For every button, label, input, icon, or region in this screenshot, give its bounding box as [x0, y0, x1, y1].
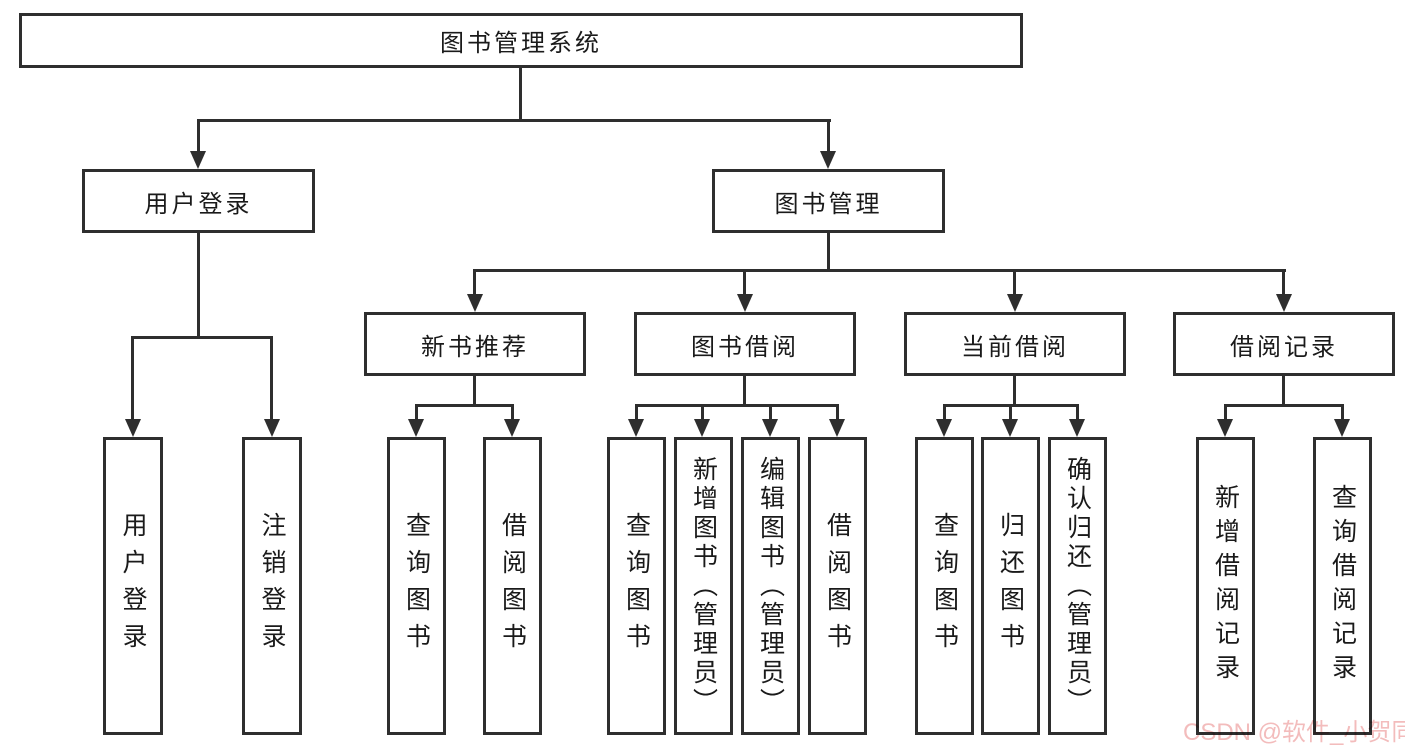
arrowhead-icon: [504, 419, 520, 437]
leaf-label: 查询图书: [930, 512, 959, 660]
node-label: 借阅记录: [1230, 333, 1338, 361]
node-library-management-system: 图书管理系统: [19, 13, 1023, 68]
arrowhead-icon: [694, 419, 710, 437]
arrowhead-icon: [408, 419, 424, 437]
arrowhead-icon: [467, 294, 483, 312]
connector-line: [701, 404, 704, 422]
connector-line: [1013, 269, 1016, 296]
arrowhead-icon: [264, 419, 280, 437]
leaf-label: 归还图书: [996, 512, 1025, 660]
connector-line: [197, 233, 200, 338]
arrowhead-icon: [1007, 294, 1023, 312]
connector-line: [827, 233, 830, 272]
connector-line: [836, 404, 839, 422]
leaf-label: 查询图书: [622, 512, 651, 660]
leaf-user-login: 用户登录: [103, 437, 163, 735]
arrowhead-icon: [1217, 419, 1233, 437]
leaf-confirm-return-admin: 确认归还（管理员）: [1048, 437, 1107, 735]
leaf-label: 新增借阅记录: [1211, 484, 1240, 688]
connector-line: [131, 336, 134, 421]
leaf-query-books-current: 查询图书: [915, 437, 974, 735]
connector-line: [635, 404, 638, 422]
arrowhead-icon: [1069, 419, 1085, 437]
connector-line: [519, 68, 522, 121]
connector-line: [1341, 404, 1344, 422]
connector-line: [473, 269, 476, 296]
leaf-add-borrow-record: 新增借阅记录: [1196, 437, 1255, 735]
arrowhead-icon: [1276, 294, 1292, 312]
leaf-label: 查询借阅记录: [1328, 484, 1357, 688]
connector-line: [743, 376, 746, 406]
leaf-edit-book-admin: 编辑图书（管理员）: [741, 437, 800, 735]
leaf-return-book: 归还图书: [981, 437, 1040, 735]
node-label: 当前借阅: [961, 333, 1069, 361]
leaf-label: 新增图书（管理员）: [689, 455, 718, 717]
arrowhead-icon: [125, 419, 141, 437]
connector-line: [415, 404, 514, 407]
node-book-management: 图书管理: [712, 169, 945, 233]
leaf-query-books-borrowing: 查询图书: [607, 437, 666, 735]
arrowhead-icon: [936, 419, 952, 437]
node-label: 图书管理: [774, 190, 883, 218]
arrowhead-icon: [190, 151, 206, 169]
connector-line: [743, 269, 746, 296]
connector-line: [769, 404, 772, 422]
connector-line: [1224, 404, 1344, 407]
connector-line: [197, 119, 831, 122]
leaf-label: 借阅图书: [498, 512, 527, 660]
node-label: 图书管理系统: [440, 30, 602, 57]
connector-line: [511, 404, 514, 422]
connector-line: [1224, 404, 1227, 422]
node-label: 新书推荐: [421, 333, 529, 361]
leaf-add-book-admin: 新增图书（管理员）: [674, 437, 733, 735]
connector-line: [473, 376, 476, 406]
connector-line: [1076, 404, 1079, 422]
node-book-borrowing: 图书借阅: [634, 312, 856, 376]
node-borrowing-records: 借阅记录: [1173, 312, 1395, 376]
leaf-label: 注销登录: [258, 512, 286, 660]
connector-line: [1282, 269, 1285, 296]
connector-line: [197, 119, 200, 155]
csdn-watermark: CSDN @软件_小贺同学: [1183, 719, 1405, 746]
connector-line: [635, 404, 839, 407]
connector-line: [270, 336, 273, 421]
node-current-borrowing: 当前借阅: [904, 312, 1126, 376]
leaf-label: 确认归还（管理员）: [1063, 455, 1092, 717]
leaf-label: 用户登录: [119, 512, 147, 660]
leaf-borrow-books-borrowing: 借阅图书: [808, 437, 867, 735]
leaf-query-books-recommend: 查询图书: [387, 437, 446, 735]
leaf-label: 编辑图书（管理员）: [756, 455, 785, 717]
connector-line: [943, 404, 946, 422]
connector-line: [1282, 376, 1285, 406]
node-label: 图书借阅: [691, 333, 799, 361]
leaf-borrow-books-recommend: 借阅图书: [483, 437, 542, 735]
arrowhead-icon: [1002, 419, 1018, 437]
arrowhead-icon: [628, 419, 644, 437]
arrowhead-icon: [820, 151, 836, 169]
leaf-label: 借阅图书: [823, 512, 852, 660]
leaf-query-borrow-record: 查询借阅记录: [1313, 437, 1372, 735]
node-new-book-recommend: 新书推荐: [364, 312, 586, 376]
arrowhead-icon: [762, 419, 778, 437]
connector-line: [827, 119, 830, 155]
node-user-login: 用户登录: [82, 169, 315, 233]
connector-line: [415, 404, 418, 422]
connector-line: [474, 269, 1286, 272]
connector-line: [1013, 376, 1016, 406]
leaf-logout: 注销登录: [242, 437, 302, 735]
arrowhead-icon: [1334, 419, 1350, 437]
arrowhead-icon: [829, 419, 845, 437]
connector-line: [1009, 404, 1012, 422]
connector-line: [131, 336, 273, 339]
arrowhead-icon: [737, 294, 753, 312]
leaf-label: 查询图书: [402, 512, 431, 660]
node-label: 用户登录: [144, 190, 253, 218]
